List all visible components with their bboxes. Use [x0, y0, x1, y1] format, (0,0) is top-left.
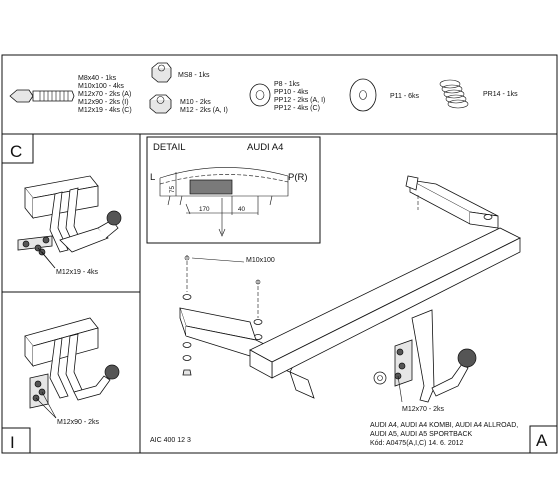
code-line: Kód: A0475(A,I,C) 14. 6. 2012 — [370, 440, 464, 447]
svg-text:AUDI A4: AUDI A4 — [247, 142, 283, 153]
svg-text:C: C — [10, 142, 22, 161]
svg-text:L: L — [150, 172, 155, 183]
section-i-hitch-drawing — [24, 317, 120, 419]
main-m12-bolt-label: M12x70 - 2ks — [402, 406, 445, 413]
section-c-hitch-drawing — [17, 175, 122, 269]
nut-ms8-label: MS8 - 1ks — [178, 72, 210, 79]
bolt-parts-label: M8x40 - 1ks M10x100 - 4ks M12x70 - 2ks (… — [78, 75, 133, 114]
section-a-letter-box: A — [529, 425, 557, 453]
washer-icon — [249, 83, 271, 107]
sheet-frame — [1, 54, 558, 454]
main-assembly-drawing — [179, 175, 521, 403]
detail-box: DETAIL AUDI A4 L P(R) 75 170 40 — [146, 136, 321, 244]
section-c-letter-box: C — [2, 133, 34, 164]
nut-icon — [149, 94, 172, 114]
bolt-icon — [9, 89, 75, 103]
lock-nut-icon — [151, 62, 172, 83]
models-line-1: AUDI A4, AUDI A4 KOMBI, AUDI A4 ALLROAD, — [370, 422, 518, 429]
nut-m10-label: M10 - 2ks M12 - 2ks (A, I) — [180, 99, 228, 114]
svg-text:P(R): P(R) — [288, 172, 308, 183]
main-m10-bolt-label: M10x100 — [246, 257, 275, 264]
section-i-bolt-label: M12x90 - 2ks — [57, 419, 100, 426]
section-i-letter-box: I — [2, 427, 31, 453]
svg-text:170: 170 — [199, 206, 210, 213]
large-washer-icon — [349, 78, 377, 112]
models-line-2: AUDI A5, AUDI A5 SPORTBACK — [370, 431, 473, 438]
spring-washer-icon — [439, 79, 469, 109]
svg-text:40: 40 — [238, 206, 246, 213]
washer-p-label: P8 - 1ks PP10 - 4ks PP12 - 2ks (A, I) PP… — [274, 81, 327, 112]
washer-p11-label: P11 - 6ks — [390, 93, 420, 100]
drawing-code: AIC 400 12 3 — [150, 437, 191, 444]
spring-pr14-label: PR14 - 1ks — [483, 91, 518, 98]
svg-text:DETAIL: DETAIL — [153, 142, 186, 153]
svg-text:I: I — [10, 433, 15, 452]
svg-text:75: 75 — [169, 185, 176, 193]
svg-text:A: A — [536, 431, 548, 450]
section-c-bolt-label: M12x19 - 4ks — [56, 269, 99, 276]
